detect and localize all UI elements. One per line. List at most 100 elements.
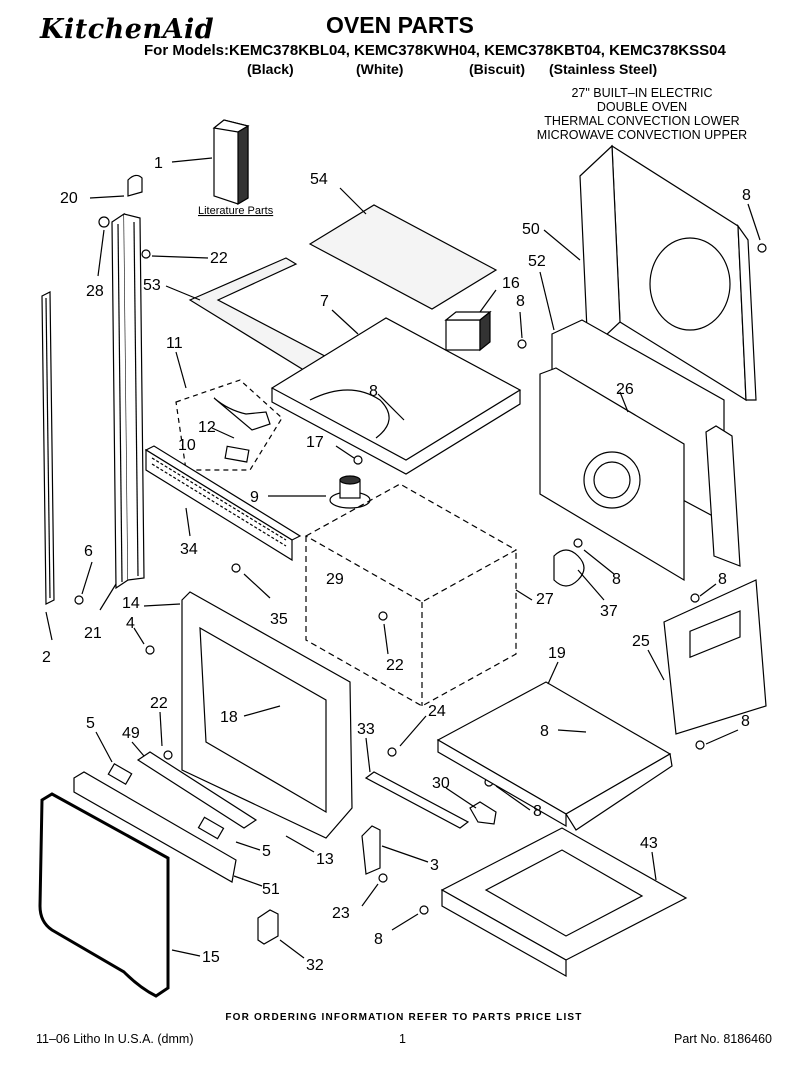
callout-label: 33	[357, 721, 375, 738]
callout-label: 53	[143, 277, 161, 294]
callout-label: 10	[178, 437, 196, 454]
callout-label: 8	[718, 571, 727, 588]
callout-label: 22	[210, 250, 228, 267]
callout-label: 50	[522, 221, 540, 238]
door-gasket-15-part	[38, 792, 170, 998]
product-description: 27" BUILT–IN ELECTRIC DOUBLE OVEN THERMA…	[512, 86, 772, 142]
callout-label: 18	[220, 709, 238, 726]
callout-label: 5	[86, 715, 95, 732]
callout-label: 8	[374, 931, 383, 948]
literature-label: Literature Parts	[198, 205, 274, 217]
top-cover-7-part	[270, 317, 522, 475]
door-frame-14-part	[181, 591, 353, 839]
clip-32-part	[257, 909, 279, 945]
callout-label: 8	[533, 803, 542, 820]
relay-16-part	[444, 310, 492, 352]
description-line: DOUBLE OVEN	[596, 100, 688, 114]
callout-label: 5	[262, 843, 271, 860]
models-line: For Models:KEMC378KBL04, KEMC378KWH04, K…	[144, 42, 726, 59]
wiring-group-11	[175, 379, 283, 471]
ordering-note: FOR ORDERING INFORMATION REFER TO PARTS …	[225, 1012, 583, 1023]
callout-label: 43	[640, 835, 658, 852]
callout-label: 8	[741, 713, 750, 730]
callout-label: 9	[250, 489, 259, 506]
page-number: 1	[399, 1032, 406, 1046]
callout-label: 22	[150, 695, 168, 712]
callout-label: 29	[326, 571, 344, 588]
callout-label: 4	[126, 615, 135, 632]
page-title: OVEN PARTS	[326, 12, 474, 38]
color-black: (Black)	[247, 61, 294, 77]
bracket-30-part	[469, 801, 497, 825]
callout-label: 8	[540, 723, 549, 740]
fan-9-part	[329, 475, 371, 509]
callout-label: 37	[600, 603, 618, 620]
color-white: (White)	[356, 61, 404, 77]
side-panel-right-part	[705, 425, 741, 567]
callout-label: 16	[502, 275, 520, 292]
callout-label: 15	[202, 949, 220, 966]
callout-label: 14	[122, 595, 140, 612]
callout-label: 17	[306, 434, 324, 451]
callout-label: 24	[428, 703, 446, 720]
callout-label: 3	[430, 857, 439, 874]
strip-33-part	[364, 771, 470, 829]
bracket-20-part	[127, 174, 143, 197]
description-line: MICROWAVE CONVECTION UPPER	[536, 128, 748, 142]
callout-label: 7	[320, 293, 329, 310]
description-line: 27" BUILT–IN ELECTRIC	[571, 86, 713, 100]
callout-label: 28	[86, 283, 104, 300]
color-stainless: (Stainless Steel)	[549, 61, 658, 77]
spacer-5-part	[107, 762, 133, 786]
part-number: Part No. 8186460	[674, 1032, 772, 1046]
callout-label: 32	[306, 957, 324, 974]
callout-label: 2	[42, 649, 51, 666]
switch-12-part	[213, 397, 271, 431]
callout-label: 25	[632, 633, 650, 650]
callout-label: 21	[84, 625, 102, 642]
callout-label: 12	[198, 419, 216, 436]
color-biscuit: (Biscuit)	[469, 61, 525, 77]
callout-label: 26	[616, 381, 634, 398]
callout-label: 6	[84, 543, 93, 560]
oven-cavity-27-part	[304, 483, 518, 707]
spacer-5b-part	[197, 816, 225, 840]
callout-label: 11	[166, 335, 183, 352]
literature-booklet-part	[212, 119, 250, 206]
panel-26-part	[539, 367, 685, 582]
side-trim-2-part	[41, 291, 55, 605]
panel-25-part	[663, 579, 767, 735]
description-line: THERMAL CONVECTION LOWER	[544, 114, 740, 128]
callout-label: 23	[332, 905, 350, 922]
label-10-part	[224, 445, 250, 463]
callout-label: 20	[60, 190, 78, 207]
insulation-panel-54-part	[308, 204, 498, 310]
callout-label: 8	[742, 187, 751, 204]
callout-label: 34	[180, 541, 198, 558]
callout-labels: 1 20 28 22 53 54 7 16 8 50 8 52 11 12 10…	[42, 155, 751, 974]
litho-note: 11–06 Litho In U.S.A. (dmm)	[36, 1032, 194, 1046]
callout-label: 51	[262, 881, 280, 898]
callout-label: 30	[432, 775, 450, 792]
side-trim-21-part	[111, 212, 145, 590]
bottom-tray-43-part	[440, 827, 688, 978]
back-panel-50-part	[579, 144, 757, 402]
callout-label: 1	[154, 155, 163, 172]
brand-logo: KitchenAid	[40, 14, 215, 45]
callout-label: 8	[612, 571, 621, 588]
front-trim-51-part	[73, 771, 237, 883]
bottom-panel-19-part	[436, 681, 673, 831]
callout-label: 22	[386, 657, 404, 674]
brace-49-part	[136, 751, 258, 829]
leader-lines	[45, 157, 761, 959]
callout-label: 35	[270, 611, 288, 628]
bracket-37-part	[553, 549, 585, 587]
callout-label: 27	[536, 591, 554, 608]
callout-label: 54	[310, 171, 328, 188]
callout-label: 8	[369, 383, 378, 400]
vent-34-part	[144, 445, 302, 562]
callout-label: 8	[516, 293, 525, 310]
callout-label: 52	[528, 253, 546, 270]
bracket-3-part	[361, 825, 381, 875]
